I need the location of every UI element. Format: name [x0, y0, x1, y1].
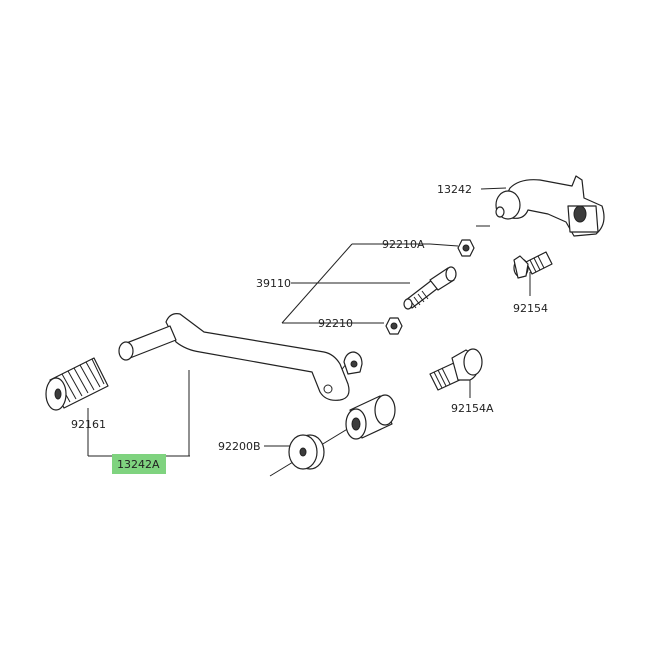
- rubber-peg-92161: [45, 357, 109, 411]
- label-13242A-highlight: [112, 454, 166, 474]
- bolt-92154: [513, 251, 553, 279]
- label-39110: 39110: [256, 277, 291, 290]
- nut-92210A: [457, 239, 475, 257]
- shift-lever-13242: [495, 175, 605, 237]
- label-92161: 92161: [71, 418, 106, 431]
- part-labels: 13242 92210A 39110 92210 92154 92154A 92…: [71, 183, 548, 474]
- washer-92200B: [288, 434, 325, 470]
- nut-92210: [385, 317, 403, 335]
- pivot-bolt-92154A: [429, 348, 483, 391]
- shift-pedal-arm: [165, 313, 350, 401]
- tie-rod-39110: [403, 266, 457, 310]
- label-92154: 92154: [513, 302, 548, 315]
- label-13242: 13242: [437, 183, 472, 196]
- label-13242A: 13242A: [117, 458, 160, 471]
- label-92210: 92210: [318, 317, 353, 330]
- label-92210A: 92210A: [382, 238, 425, 251]
- label-92154A: 92154A: [451, 402, 494, 415]
- arm-ball-joint: [343, 351, 363, 375]
- peg-shaft: [118, 325, 177, 361]
- arm-bushing: [345, 394, 396, 440]
- label-92200B: 92200B: [218, 440, 261, 453]
